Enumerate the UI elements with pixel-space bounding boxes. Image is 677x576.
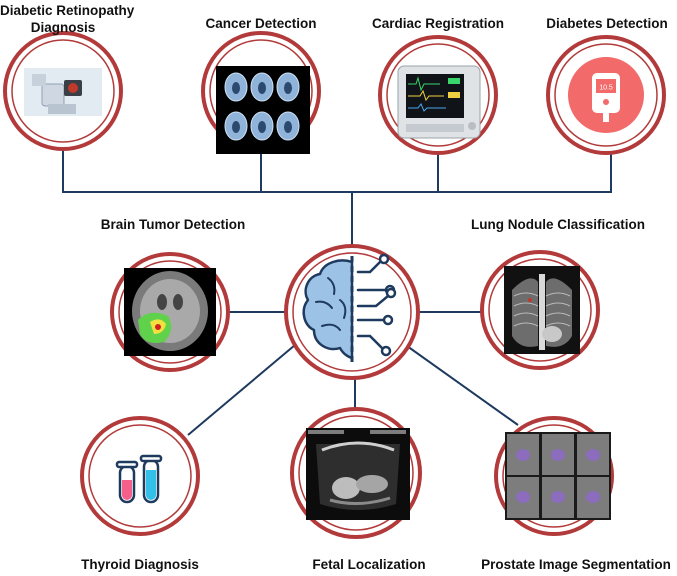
test-tubes-icon xyxy=(115,454,163,504)
meter-reading: 10.5 xyxy=(599,85,613,92)
brain-mri-grid-photo xyxy=(216,66,310,154)
retinal-camera-photo xyxy=(24,68,102,116)
glucose-meter-icon: 10.5 xyxy=(568,57,644,133)
connector-top-bus xyxy=(62,150,612,193)
node-cardiac-registration xyxy=(378,35,498,155)
node-prostate-image-segmentation xyxy=(494,416,614,536)
brain-circuit-icon xyxy=(302,253,397,362)
label-thyroid-diagnosis: Thyroid Diagnosis xyxy=(81,557,199,572)
label-fetal-localization: Fetal Localization xyxy=(312,557,426,572)
node-diabetic-retinopathy xyxy=(3,31,123,151)
connector-prostate xyxy=(406,345,519,426)
node-lung-nodule-classification xyxy=(480,250,600,370)
node-cancer-detection xyxy=(201,31,321,154)
label-diabetic-retinopathy: Diabetic Retinopathy Diagnosis xyxy=(0,2,135,36)
node-brain-tumor-detection xyxy=(110,252,230,372)
node-fetal-localization xyxy=(290,407,422,539)
fetal-ultrasound-photo xyxy=(306,428,410,520)
connector-lines xyxy=(62,150,612,436)
center-hub xyxy=(284,244,420,380)
label-line-2: Diagnosis xyxy=(30,20,96,35)
node-diabetes-detection: 10.5 xyxy=(546,35,666,155)
node-thyroid-diagnosis xyxy=(80,416,200,536)
label-cancer-detection: Cancer Detection xyxy=(205,16,317,31)
label-brain-tumor-detection: Brain Tumor Detection xyxy=(100,217,246,232)
label-cardiac-registration: Cardiac Registration xyxy=(371,16,505,31)
chest-xray-photo xyxy=(504,266,580,354)
node-ring-inner xyxy=(88,424,192,528)
label-line-1: Diabetic Retinopathy xyxy=(0,3,135,18)
label-diabetes-detection: Diabetes Detection xyxy=(546,16,668,31)
brain-tumor-mri-photo xyxy=(124,268,216,356)
connector-thyroid xyxy=(187,344,296,436)
prostate-mri-grid-photo xyxy=(505,432,611,520)
patient-monitor-photo xyxy=(397,65,481,139)
label-prostate-image-segmentation: Prostate Image Segmentation xyxy=(481,557,671,572)
label-lung-nodule-classification: Lung Nodule Classification xyxy=(470,217,645,232)
